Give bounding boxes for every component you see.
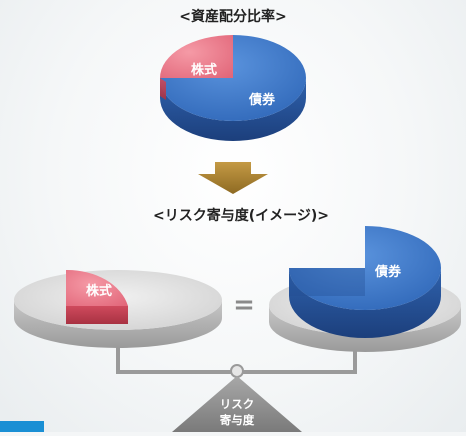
corner-accent-tab bbox=[0, 421, 44, 432]
risk-title: <リスク寄与度(イメージ)> bbox=[153, 207, 329, 224]
allocation-stocks-slice bbox=[160, 35, 233, 78]
allocation-pie: 株式 債券 bbox=[160, 35, 306, 141]
transition-arrow-icon bbox=[198, 162, 268, 194]
risk-bonds-label: 債券 bbox=[374, 264, 402, 280]
allocation-bonds-label: 債券 bbox=[248, 92, 276, 108]
risk-bonds-slice: 債券 bbox=[289, 226, 441, 338]
risk-stocks-label: 株式 bbox=[86, 283, 112, 299]
balance-fulcrum: リスク 寄与度 bbox=[172, 364, 302, 432]
fulcrum-label-line1: リスク bbox=[220, 397, 255, 411]
equals-sign: = bbox=[233, 290, 255, 320]
allocation-title: <資産配分比率> bbox=[179, 8, 286, 25]
allocation-stocks-label: 株式 bbox=[191, 62, 217, 78]
fulcrum-label-line2: 寄与度 bbox=[220, 413, 255, 427]
risk-stocks-slice: 株式 bbox=[66, 269, 128, 324]
